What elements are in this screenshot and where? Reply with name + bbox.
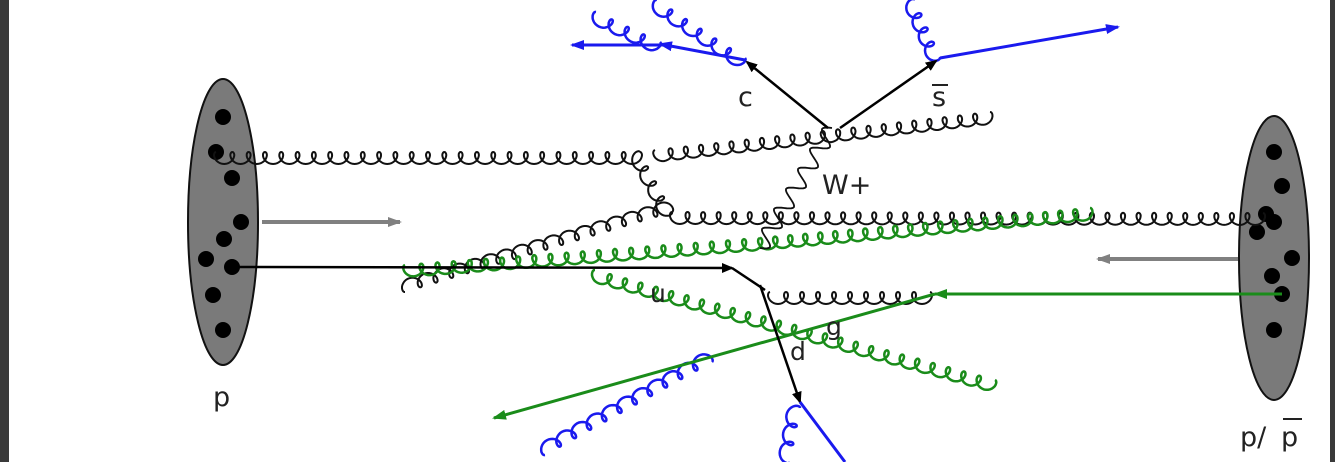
charm-line xyxy=(745,60,829,129)
gluon-green xyxy=(402,236,764,278)
gluons-green xyxy=(402,206,1094,392)
gluon-black xyxy=(401,201,675,293)
gluon-black xyxy=(631,150,674,217)
jet-arrow-top-mid xyxy=(658,41,746,62)
w-boson-label: W+ xyxy=(822,170,871,201)
gluon-blue xyxy=(539,353,714,457)
gluon-blue xyxy=(651,0,747,67)
w-boson-line xyxy=(759,126,833,250)
window-edge-right xyxy=(1330,0,1335,462)
charm-label: c xyxy=(738,82,753,113)
parton-dot xyxy=(1274,178,1290,194)
down-label: d xyxy=(790,337,806,366)
incoming-quark-line xyxy=(231,262,734,273)
proton-left xyxy=(187,78,259,366)
gluons-black xyxy=(212,111,1267,306)
gluon-green xyxy=(756,206,1094,251)
gluon-green xyxy=(590,268,998,392)
parton-dot xyxy=(215,322,231,338)
parton-dot xyxy=(205,287,221,303)
up-label: u xyxy=(650,279,666,308)
gluon-label: g xyxy=(826,312,842,341)
down-quark-line xyxy=(758,284,802,404)
gluon-blue xyxy=(778,404,802,462)
proton-label: p xyxy=(213,382,230,413)
parton-dot xyxy=(1258,206,1274,222)
strange-bar-line xyxy=(839,59,938,130)
gluons-blue xyxy=(539,0,942,462)
parton-dot xyxy=(1266,322,1282,338)
gluon-blue xyxy=(905,0,942,63)
parton-dot xyxy=(1266,144,1282,160)
window-edge-left xyxy=(0,0,9,462)
parton-dot xyxy=(1249,224,1265,240)
strange-bar-label: s xyxy=(932,82,946,113)
parton-dot xyxy=(233,214,249,230)
gluon-blue xyxy=(591,10,663,52)
antiproton-label: p/ xyxy=(1240,422,1267,453)
parton-dot xyxy=(215,109,231,125)
proton-right xyxy=(1238,115,1310,401)
parton-dot xyxy=(1284,250,1300,266)
up-quark-line xyxy=(731,266,766,292)
gluon-black xyxy=(668,210,1267,227)
proton-right-ellipse xyxy=(1238,115,1310,401)
outgoing-green-line xyxy=(492,292,936,420)
parton-dot xyxy=(1264,268,1280,284)
gluon-black xyxy=(766,290,934,306)
parton-dot xyxy=(224,170,240,186)
antiproton-label-bar: p xyxy=(1281,422,1298,453)
jet-line-bottom xyxy=(798,401,847,462)
parton-dot xyxy=(216,231,232,247)
parton-dot xyxy=(198,251,214,267)
jet-arrow-top-right xyxy=(939,24,1120,60)
gluon-black xyxy=(652,111,994,163)
gluon-black xyxy=(212,150,644,166)
